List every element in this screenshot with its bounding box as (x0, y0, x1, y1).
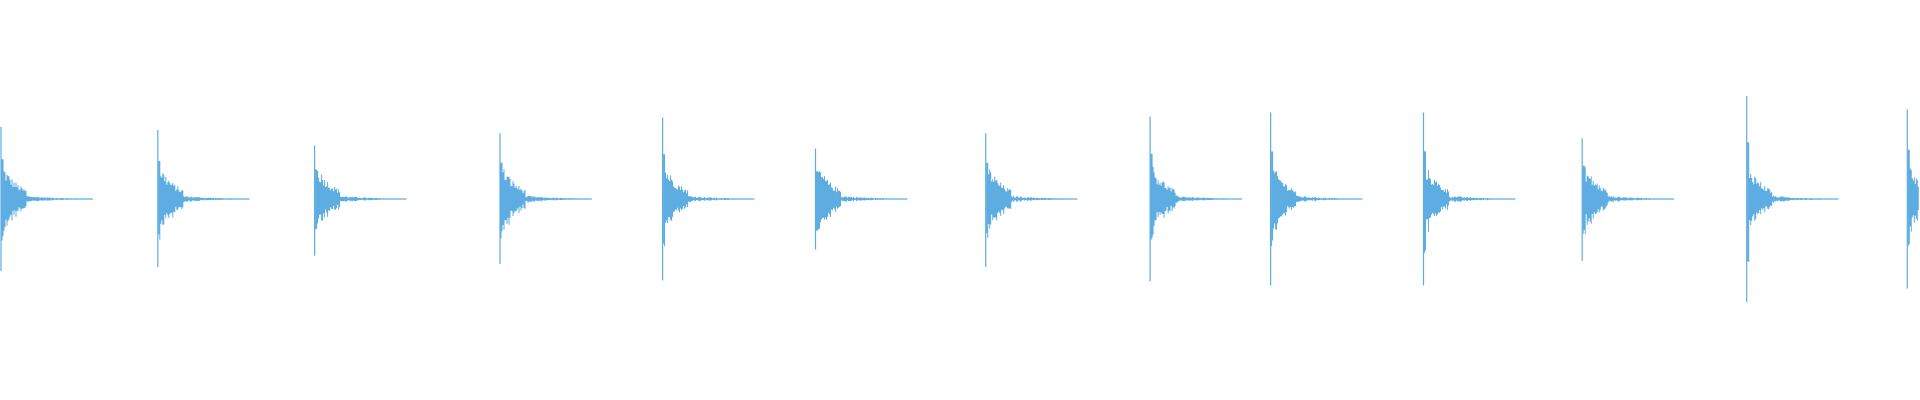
waveform-hit (1906, 109, 1919, 289)
waveform-decay (1747, 142, 1839, 262)
waveform-hit (499, 133, 592, 264)
waveform-hit (1581, 138, 1675, 261)
waveform-decay (816, 171, 907, 231)
waveform-decay (1907, 149, 1919, 246)
waveform-hit (314, 145, 407, 256)
waveform-decay (500, 162, 592, 239)
waveform-hit (985, 133, 1078, 267)
waveform-hit (1746, 96, 1839, 302)
waveform-decay (1150, 153, 1242, 241)
waveform-hit (1149, 116, 1243, 282)
waveform-decay (1, 159, 93, 241)
waveform-hit (157, 130, 250, 267)
waveform-hit (814, 148, 908, 250)
waveform-hit (1422, 112, 1516, 286)
waveform-hit (661, 117, 755, 281)
waveform-hits-layer (0, 96, 1919, 302)
waveform-decay (158, 161, 250, 240)
waveform-decay (1582, 165, 1674, 235)
waveform-decay (663, 154, 755, 247)
waveform-decay (1424, 151, 1515, 253)
waveform-hit (1269, 112, 1363, 286)
waveform-decay (986, 162, 1078, 238)
waveform-hit (0, 126, 93, 272)
